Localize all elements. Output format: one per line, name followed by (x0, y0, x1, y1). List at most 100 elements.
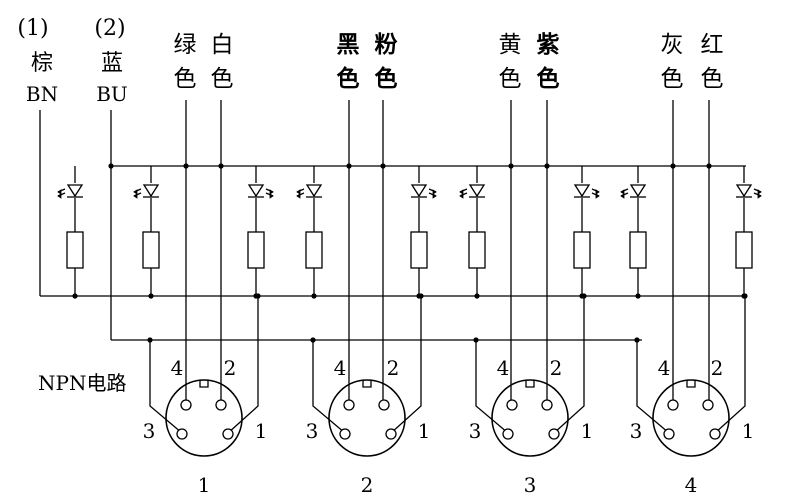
connector-key (199, 380, 209, 388)
pin-label-3: 3 (306, 419, 319, 443)
color-suffix: 色 (337, 65, 360, 92)
pin-label-2: 2 (224, 356, 237, 380)
connector-key (362, 380, 372, 388)
color-label-purple: 紫 (537, 31, 560, 58)
pin-1 (709, 428, 721, 440)
resistor-icon (629, 231, 647, 269)
led-icon (573, 184, 600, 199)
power-wire (636, 296, 746, 434)
resistor-icon (142, 231, 160, 269)
color-suffix: 色 (499, 66, 522, 92)
branch-8 (620, 166, 647, 299)
pin-label-2: 2 (387, 356, 400, 380)
connector-number: 2 (361, 473, 374, 497)
pin-4 (343, 399, 355, 411)
pin-label-4: 4 (658, 356, 671, 380)
signal-wire (348, 166, 384, 403)
led-resistor-branches (57, 163, 762, 299)
led-icon (620, 184, 647, 199)
resistor-icon (66, 231, 84, 269)
resistor-icon (305, 231, 323, 269)
signal-wires (185, 100, 710, 166)
color-label-grey: 灰 (661, 32, 684, 58)
wire-name-blue: 蓝 (101, 51, 123, 76)
pin-label-3: 3 (143, 419, 156, 443)
junction-dot (72, 293, 78, 299)
pin-4 (180, 399, 192, 411)
pin-label-4: 4 (334, 356, 347, 380)
junction-dot (310, 337, 316, 343)
junction-dot (311, 293, 317, 299)
branch-7 (573, 166, 600, 299)
color-suffix: 色 (375, 65, 398, 92)
led-icon (296, 184, 323, 199)
junction-dot (474, 293, 480, 299)
connector-number: 4 (685, 473, 698, 497)
signal-wire (185, 166, 222, 403)
resistor-icon (247, 231, 265, 269)
pin-label-2: 2 (711, 356, 724, 380)
wire-index-2: (2) (94, 16, 125, 41)
branch-4 (296, 166, 323, 299)
pin-label-1: 1 (418, 419, 431, 443)
junction-dot (634, 337, 640, 343)
connector-1: 4 2 3 1 1 (143, 166, 268, 497)
pin-label-1: 1 (742, 419, 755, 443)
pin-label-3: 3 (469, 419, 482, 443)
junction-dot (635, 293, 641, 299)
color-suffix: 色 (174, 66, 197, 92)
m12-connector-icon (328, 379, 406, 457)
junction-dot (147, 337, 153, 343)
pin-4 (667, 399, 679, 411)
pin-4 (506, 399, 518, 411)
color-label-group-1: 绿 白 色 色 (174, 32, 234, 92)
connector-key (525, 380, 535, 388)
resistor-icon (410, 231, 428, 269)
color-label-group-3: 黄 紫 色 色 (499, 31, 560, 92)
pin-label-4: 4 (171, 356, 184, 380)
junction-dot (581, 293, 587, 299)
resistor-icon (735, 231, 753, 269)
color-label-red: 红 (701, 32, 724, 58)
pin-2 (702, 399, 714, 411)
pin-label-1: 1 (581, 419, 594, 443)
resistor-icon (468, 231, 486, 269)
branch-1 (57, 166, 84, 299)
pin-label-1: 1 (255, 419, 268, 443)
pin-2 (541, 399, 553, 411)
led-icon (410, 184, 437, 199)
wire-label-blue: (2) 蓝 BU (94, 16, 127, 106)
wire-label-brown: (1) 棕 BN (17, 16, 58, 106)
connector-number: 1 (198, 473, 211, 497)
color-label-black: 黑 (337, 31, 360, 58)
connector-number: 3 (524, 473, 537, 497)
led-icon (459, 184, 486, 199)
connector-key (686, 380, 696, 388)
wire-network (39, 110, 746, 341)
pin-label-4: 4 (497, 356, 510, 380)
color-label-group-4: 灰 红 色 色 (661, 32, 724, 92)
junction-dot (473, 337, 479, 343)
color-suffix: 色 (701, 66, 724, 92)
junction-dot (148, 293, 154, 299)
pin-2 (378, 399, 390, 411)
power-wire (149, 296, 259, 434)
color-suffix: 色 (537, 65, 560, 92)
pin-2 (215, 399, 227, 411)
pin-1 (222, 428, 234, 440)
branch-2 (133, 166, 160, 299)
wire-index-1: (1) (17, 16, 48, 41)
connector-4: 4 2 3 1 4 (630, 166, 755, 497)
pin-3 (339, 428, 351, 440)
color-label-pink: 粉 (375, 31, 398, 58)
led-icon (735, 184, 762, 199)
junction-dot (108, 163, 114, 169)
pin-label-3: 3 (630, 419, 643, 443)
led-icon (133, 184, 160, 199)
branch-9 (735, 166, 762, 299)
wire-code-bn: BN (26, 82, 58, 106)
color-label-group-2: 黑 粉 色 色 (337, 31, 398, 92)
